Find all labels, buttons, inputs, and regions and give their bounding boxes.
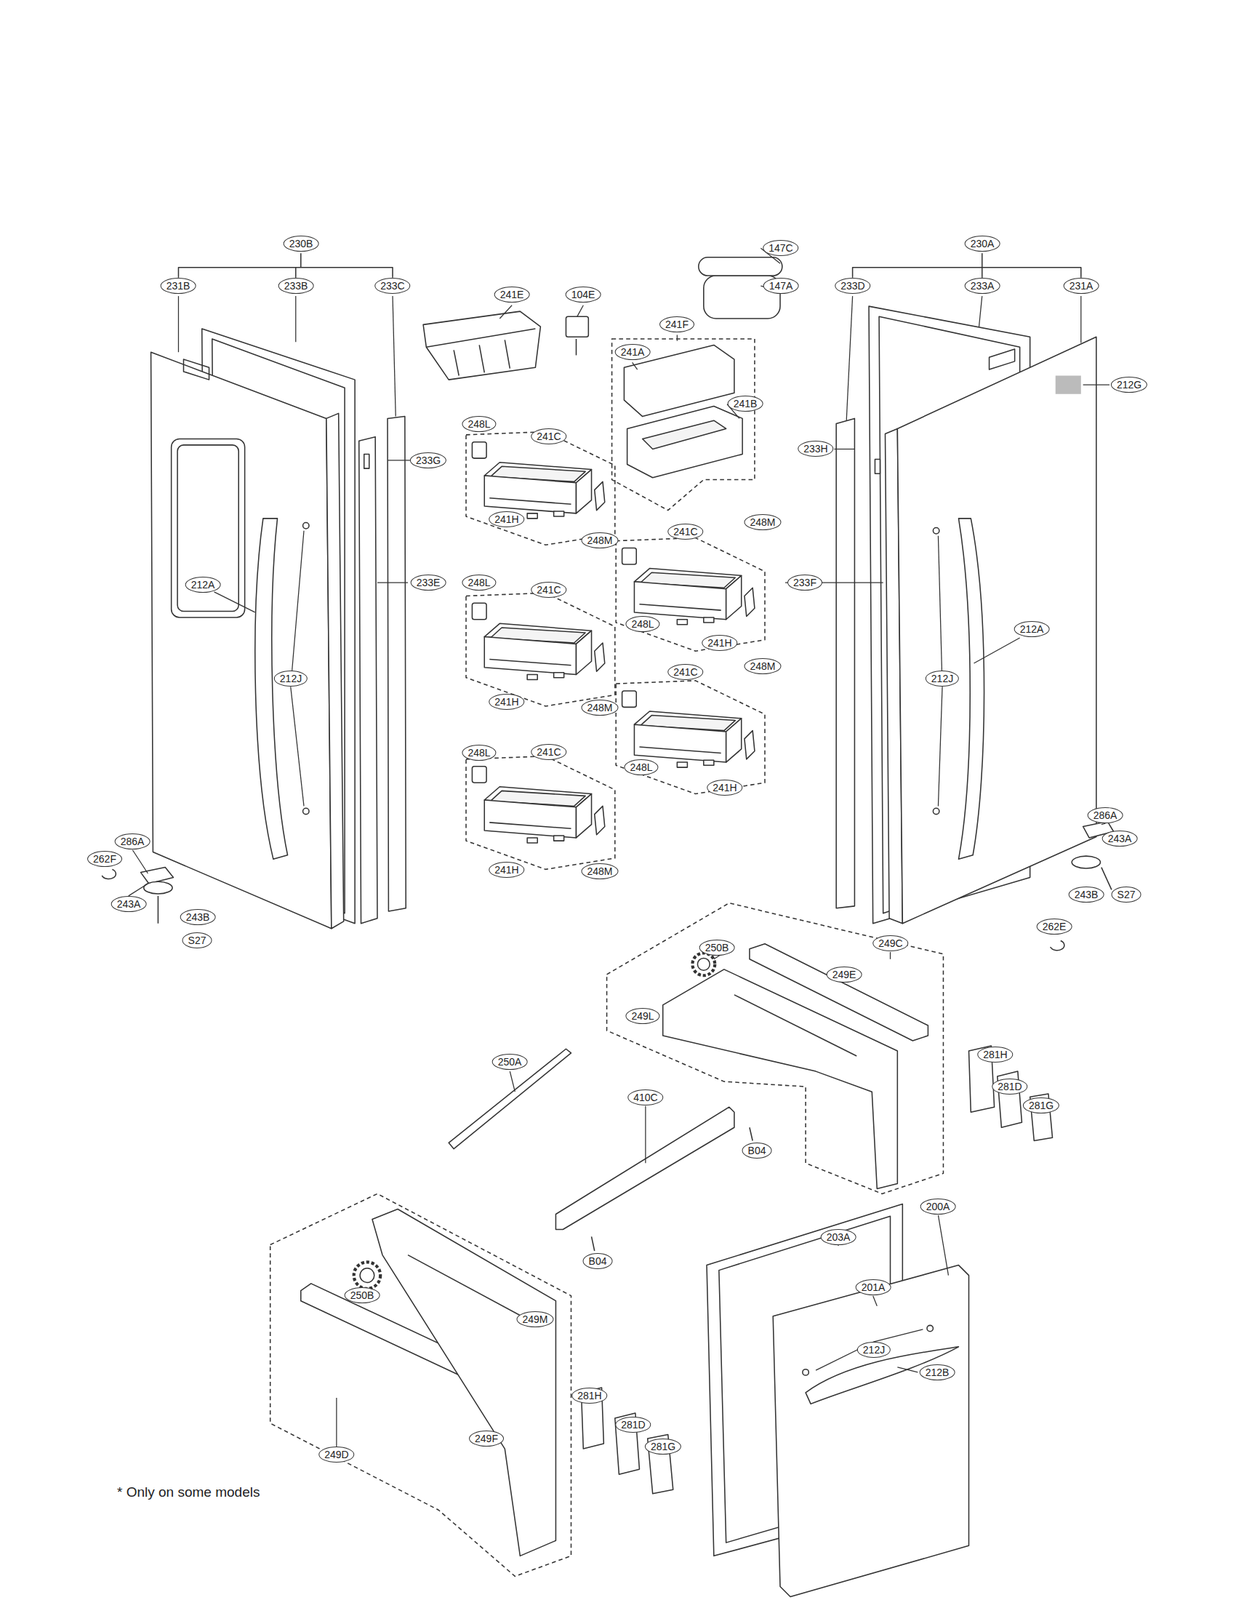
callout-number: 250A (492, 1053, 528, 1070)
callout-number: 241H (701, 634, 738, 651)
callout-number: 281G (644, 1438, 682, 1455)
callout-number: 231B (160, 277, 197, 294)
callout-number: 233A (964, 277, 1001, 294)
callout-number: 233F (787, 574, 823, 591)
callout-number: S27 (1111, 886, 1142, 903)
callout-number: 241H (488, 693, 525, 710)
callout-number: 241C (530, 581, 567, 598)
callout-number: 212G (1110, 376, 1148, 393)
callout-number: 241E (494, 286, 531, 303)
callout-number: 249E (826, 966, 863, 983)
callout-number: 250B (699, 939, 736, 956)
callout-number: 212J (274, 670, 308, 687)
callout-number: 286A (1087, 807, 1124, 824)
callout-number: 281G (1022, 1097, 1060, 1114)
callout-number: 286A (114, 833, 151, 850)
callout-number: 248M (743, 657, 781, 674)
callout-number: 233B (278, 277, 315, 294)
callout-number: 248L (461, 415, 496, 432)
callout-number: 248L (623, 759, 658, 776)
callout-number: 212J (857, 1341, 891, 1358)
callout-number: 243B (1068, 886, 1105, 903)
callout-number: 249C (872, 934, 909, 951)
callout-number: 233E (410, 574, 447, 591)
callout-number: 200A (920, 1198, 957, 1215)
callout-number: B04 (583, 1252, 613, 1269)
callout-number: 241H (706, 779, 743, 796)
callout-number: 231A (1063, 277, 1100, 294)
callout-number: 248L (625, 615, 660, 632)
callout-number: 248L (461, 574, 496, 591)
callout-number: 248M (743, 514, 781, 531)
callout-number: 262F (87, 850, 123, 867)
callout-number: 241F (659, 316, 695, 333)
callout-number: 241C (667, 663, 704, 680)
callout-number: 281H (977, 1046, 1013, 1063)
callout-number: 249L (625, 1007, 660, 1024)
callout-number: 233G (410, 452, 447, 469)
callout-number: 410C (627, 1089, 664, 1106)
callout-number: 243B (180, 908, 216, 925)
callout-number: 281D (991, 1078, 1028, 1095)
callout-number: 230B (283, 235, 320, 252)
callout-number: 249D (318, 1446, 355, 1463)
callout-number: 241H (488, 861, 525, 878)
callout-number: 212B (919, 1363, 956, 1380)
callout-number: B04 (742, 1142, 773, 1159)
callout-number: 243A (111, 895, 147, 912)
callout-number: 241C (530, 428, 567, 445)
callout-number: 212A (185, 576, 222, 593)
callout-number: 241H (488, 511, 525, 528)
callout-number: 147C (762, 239, 799, 256)
callout-number: 104E (565, 286, 602, 303)
callout-number: 233C (374, 277, 411, 294)
callout-number: 230A (964, 235, 1001, 252)
callout-number: 147A (763, 277, 800, 294)
callout-number: 241B (727, 395, 764, 412)
callout-number: 281H (571, 1387, 608, 1404)
callout-number: 248M (580, 699, 618, 716)
callout-number: 241C (530, 743, 567, 760)
callout-number: 241A (615, 343, 651, 360)
callout-number: S27 (182, 932, 213, 949)
callout-number: 243A (1102, 830, 1138, 847)
callout-number: 281D (615, 1416, 651, 1433)
callout-number: 212A (1014, 620, 1050, 637)
callout-number: 201A (855, 1278, 892, 1295)
callout-number: 248M (580, 532, 618, 549)
callout-number: 250B (344, 1286, 381, 1303)
callout-number: 233H (797, 440, 834, 457)
callout-number: 249F (468, 1430, 504, 1447)
footnote: * Only on some models (117, 1483, 260, 1500)
callout-number: 262E (1036, 918, 1073, 935)
callout-number: 248M (580, 863, 618, 880)
callout-number: 203A (820, 1228, 857, 1245)
callout-number: 233D (834, 277, 871, 294)
callout-number: 241C (667, 523, 704, 540)
callout-number: 212J (925, 670, 959, 687)
callout-number: 248L (461, 744, 496, 761)
callout-number: 249M (516, 1310, 554, 1327)
